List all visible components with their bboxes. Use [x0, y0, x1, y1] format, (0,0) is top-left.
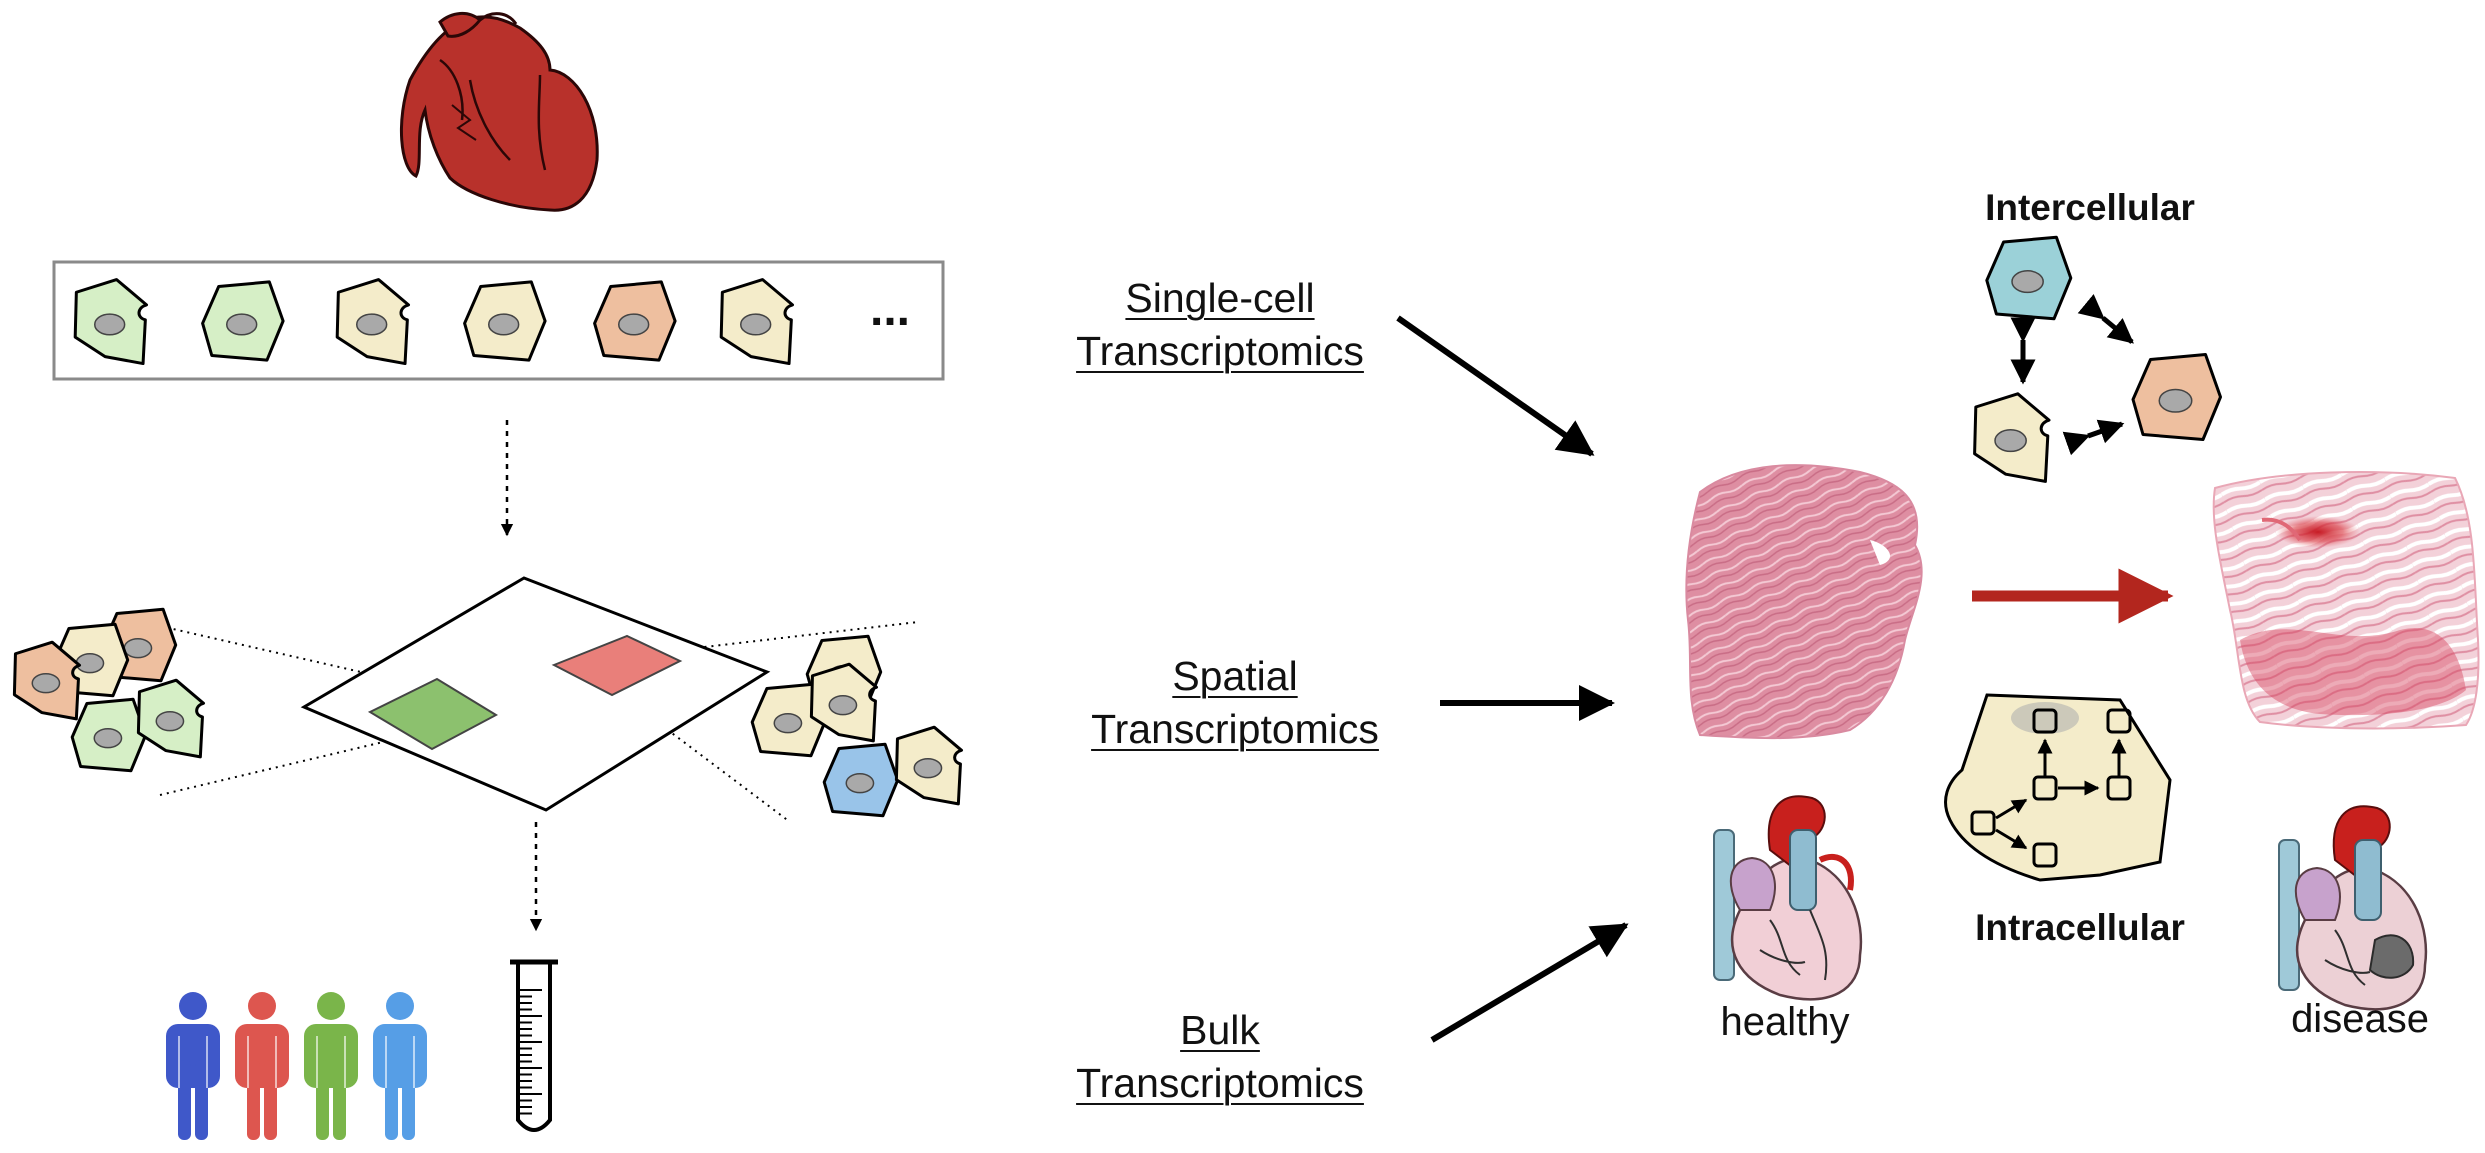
cell-icon — [750, 682, 828, 758]
red-spot — [551, 634, 683, 697]
signaling-network — [1970, 708, 2132, 868]
healthy-tissue-section-icon — [1685, 464, 1923, 740]
person-icon — [166, 992, 220, 1140]
bulk-label-line2: Transcriptomics — [1076, 1060, 1364, 1107]
cell-icon — [894, 725, 963, 806]
spatial-label-line1: Spatial — [1172, 653, 1298, 699]
healthy-label: healthy — [1720, 1000, 1850, 1044]
green-spot — [367, 677, 499, 751]
test-tube-icon — [510, 959, 558, 1132]
single-cell-label-line2: Transcriptomics — [1076, 328, 1364, 375]
spatial-label: Spatial Transcriptomics — [1055, 650, 1415, 757]
bulk-label-line1: Bulk — [1180, 1007, 1260, 1053]
disease-label: disease — [2291, 997, 2429, 1041]
bulk-label: Bulk Transcriptomics — [1040, 1004, 1400, 1111]
cell-icon — [73, 278, 149, 366]
cell-icon — [201, 280, 285, 362]
inter-arrow-upper — [2077, 294, 2134, 344]
person-icon — [373, 992, 427, 1140]
healthy-anatomical-heart-icon — [1713, 795, 1863, 1001]
spatial-label-line2: Transcriptomics — [1091, 706, 1379, 753]
single-cell-label-line1: Single-cell — [1125, 275, 1315, 321]
spatial-slide — [159, 576, 919, 823]
cell-icon — [719, 278, 795, 366]
heart-icon — [400, 12, 599, 212]
person-icon — [235, 992, 289, 1140]
intracellular-label: Intracellular — [1975, 907, 2185, 948]
intercellular-label: Intercellular — [1985, 187, 2195, 228]
cell-icon — [1973, 392, 2051, 483]
cell-icon — [1985, 235, 2073, 321]
cell-icon — [463, 280, 547, 362]
cell-icon — [12, 640, 81, 721]
disease-tissue-section-icon — [2212, 471, 2480, 730]
cell-icon — [593, 280, 677, 362]
bulk-arrow — [1430, 922, 1629, 1043]
cell-icon — [335, 278, 411, 366]
inter-arrow-lower — [2062, 419, 2125, 456]
ellipsis: ... — [870, 283, 910, 336]
single-cell-label: Single-cell Transcriptomics — [1040, 272, 1400, 379]
cell-icon — [2131, 353, 2222, 441]
single-cell-arrow — [1396, 315, 1595, 457]
cell-icon — [822, 742, 900, 818]
person-icon — [304, 992, 358, 1140]
cell-icon — [136, 678, 205, 759]
cell-icon — [809, 662, 878, 743]
intracellular-cell-icon — [1944, 693, 2172, 882]
disease-anatomical-heart-icon — [2278, 805, 2428, 1011]
cell-icon — [70, 697, 148, 773]
